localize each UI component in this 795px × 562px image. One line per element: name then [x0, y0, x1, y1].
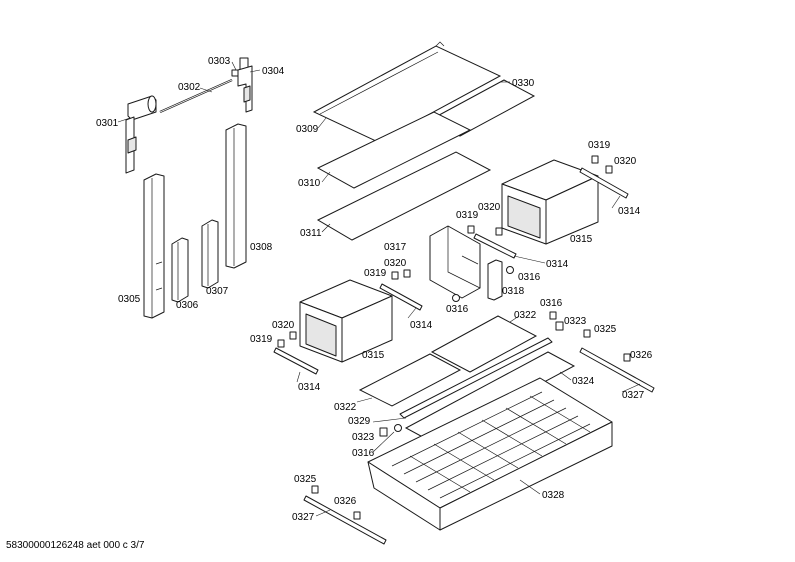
label-0330: 0330: [512, 78, 535, 89]
label-0309: 0309: [296, 124, 319, 135]
label-0304: 0304: [262, 66, 285, 77]
label-0325-a: 0325: [594, 324, 617, 335]
label-0327-a: 0327: [622, 390, 645, 401]
label-0314-c: 0314: [410, 320, 433, 331]
label-0319-a: 0319: [588, 140, 611, 151]
part-0318-post: [487, 259, 503, 301]
part-0320-clip-b: [495, 227, 503, 236]
part-0327-runner-b: [303, 495, 387, 545]
label-0329: 0329: [348, 416, 371, 427]
label-0308: 0308: [250, 242, 273, 253]
label-0303: 0303: [208, 56, 231, 67]
label-0322-a: 0322: [514, 310, 537, 321]
label-0327-b: 0327: [292, 512, 315, 523]
label-0328: 0328: [542, 490, 565, 501]
part-0310-glass-shelf-middle: [316, 111, 472, 189]
part-0328-large-basket: [367, 377, 613, 531]
part-0326-clip-b: [353, 511, 361, 520]
document-id: 58300000126248 aet 000 c 3/7: [6, 540, 145, 551]
label-0322-b: 0322: [334, 402, 357, 413]
label-0301: 0301: [96, 118, 119, 129]
part-0322-cover-left: [358, 353, 462, 407]
leader-lines: [117, 61, 641, 517]
part-0315-drawer-lower: [299, 279, 393, 363]
part-0315-drawer-upper: [501, 159, 599, 245]
part-labels: 0301 0302 0303 0304 0305 0306 0307 0308 …: [96, 56, 653, 523]
part-0304-hinge-pin: [237, 57, 253, 113]
part-0320-clip-a: [605, 165, 613, 174]
part-0317-divider-panel: [429, 225, 481, 299]
part-0319-clip-a: [591, 155, 599, 164]
part-0309-glass-shelf-top: [312, 41, 502, 143]
label-0320-c: 0320: [384, 258, 407, 269]
part-0319-clip-d: [277, 339, 285, 348]
label-0319-c: 0319: [364, 268, 387, 279]
part-0308-tall-rail: [225, 123, 247, 269]
part-0329-long-rail: [399, 337, 553, 419]
part-0323-clip-a: [555, 321, 564, 331]
label-0326-b: 0326: [334, 496, 357, 507]
label-0317: 0317: [384, 242, 407, 253]
part-0325-clip-b: [311, 485, 319, 494]
part-0314-runner-d: [273, 347, 319, 375]
label-0314-d: 0314: [298, 382, 321, 393]
part-0305-left-rail: [143, 173, 165, 319]
label-0326-a: 0326: [630, 350, 653, 361]
part-0306-short-rail: [171, 237, 189, 303]
label-0325-b: 0325: [294, 474, 317, 485]
label-0320-b: 0320: [478, 202, 501, 213]
part-0327-runner-a: [579, 347, 655, 393]
part-0301-hinge-cylinder: [125, 95, 157, 174]
label-0315-b: 0315: [362, 350, 385, 361]
label-0316-a: 0316: [518, 272, 541, 283]
part-0320-clip-c: [403, 269, 411, 278]
part-0320-clip-d: [289, 331, 297, 340]
part-0319-clip-c: [391, 271, 399, 280]
label-0311: 0311: [300, 228, 322, 239]
part-0314-runner-b: [473, 233, 517, 259]
label-0310: 0310: [298, 178, 321, 189]
label-0319-d: 0319: [250, 334, 273, 345]
label-0307: 0307: [206, 286, 229, 297]
label-0315-a: 0315: [570, 234, 593, 245]
part-0323-clip-b: [379, 427, 388, 437]
label-0316-d: 0316: [352, 448, 375, 459]
part-0311-glass-shelf-lower: [316, 151, 492, 241]
label-0318: 0318: [502, 286, 525, 297]
label-0323-a: 0323: [564, 316, 587, 327]
part-0314-runner-a: [579, 167, 629, 199]
label-0319-b: 0319: [456, 210, 479, 221]
part-0302-pin-rod: [159, 78, 233, 114]
label-0305: 0305: [118, 294, 141, 305]
label-0323-b: 0323: [352, 432, 375, 443]
label-0316-b: 0316: [446, 304, 469, 315]
part-0322-cover-right: [430, 315, 538, 373]
label-0316-c: 0316: [540, 298, 563, 309]
label-0306: 0306: [176, 300, 199, 311]
label-0324: 0324: [572, 376, 595, 387]
part-0316-foot-b: [452, 294, 460, 302]
label-0320-a: 0320: [614, 156, 637, 167]
label-0314-b: 0314: [546, 259, 569, 270]
part-0316-foot-d: [394, 424, 402, 432]
label-0302: 0302: [178, 82, 201, 93]
label-0320-d: 0320: [272, 320, 295, 331]
part-0307-mid-rail: [201, 219, 219, 289]
part-0319-clip-b: [467, 225, 475, 234]
part-0326-clip-a: [623, 353, 631, 362]
part-0316-foot-c: [549, 311, 557, 320]
part-0316-foot-a: [506, 266, 514, 274]
part-0325-clip-a: [583, 329, 591, 338]
label-0314-a: 0314: [618, 206, 641, 217]
part-0314-runner-c: [379, 283, 423, 311]
part-0303-small-bushing: [231, 69, 239, 77]
